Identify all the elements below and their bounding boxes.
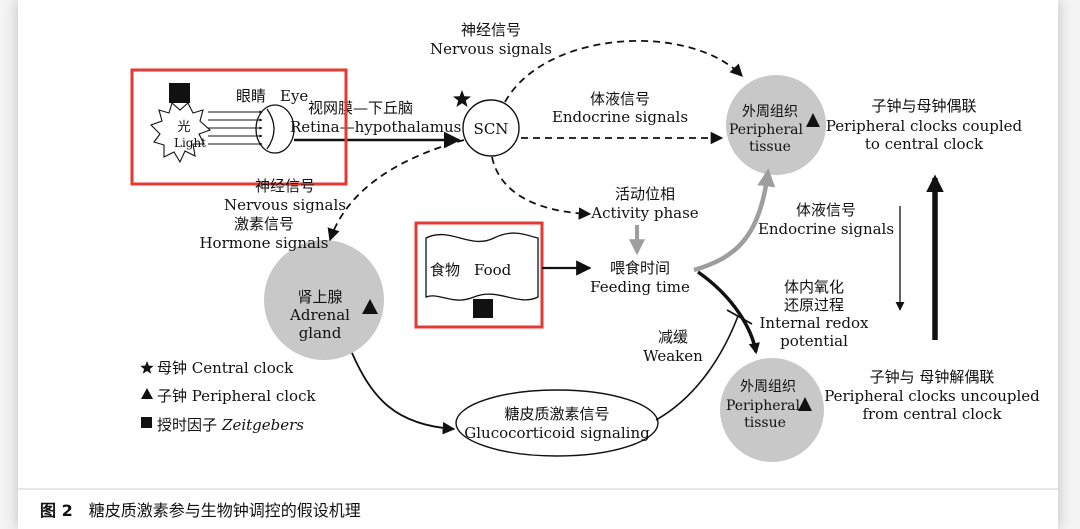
activity-en-text: Activity phase: [590, 204, 699, 222]
legend-triangle-icon: [141, 388, 153, 399]
inhibition-bar: [726, 309, 753, 325]
redox-en2-text: potential: [780, 332, 848, 350]
scn-label: SCN: [474, 120, 509, 138]
figure-number: 图 2: [40, 501, 73, 520]
coupled-cn-text: 子钟与母钟偶联: [871, 97, 976, 115]
redox-en1-text: Internal redox: [760, 314, 870, 332]
endocrine-right-cn-text: 体液信号: [796, 201, 856, 219]
glucocorticoid-signaling-node: [455, 389, 659, 457]
central-clock-star-icon: [453, 90, 471, 107]
light-cn-text: 光: [177, 120, 190, 135]
legend-peripheral-text: 子钟 Peripheral clock: [157, 387, 316, 405]
peri-bottom-en1-text: Peripheral: [726, 398, 801, 414]
coupled-en1-text: Peripheral clocks coupled: [826, 117, 1023, 135]
coupled-en2-text: to central clock: [865, 135, 984, 153]
highlight-box-food: [414, 221, 544, 329]
uncoupled-en1-text: Peripheral clocks uncoupled: [824, 387, 1040, 405]
scn-to-peripheral-nervous-arrow: [504, 40, 743, 103]
eye-en-text: Eye: [280, 87, 308, 105]
scn-to-adrenal-dashed-arrow: [327, 139, 465, 242]
adrenal-cn-text: 肾上腺: [297, 288, 342, 306]
peri-top-en1-text: Peripheral: [729, 122, 804, 138]
eye-light-group: 光 Light 眼睛 Eye: [150, 83, 308, 164]
peripheral-clock-triangle-icon-top: [806, 113, 820, 127]
peripheral-tissue-bottom-node: [720, 358, 824, 462]
legend-star-icon: [140, 361, 154, 374]
food-flag-icon: [425, 232, 539, 301]
legend-square-icon: [141, 417, 152, 428]
gluco-weaken-inhibition-line: [655, 315, 739, 421]
feeding-to-peripheral-top-gray-arrow: [693, 168, 776, 273]
eye-icon: [255, 104, 295, 154]
figure-caption-text: 糖皮质激素参与生物钟调控的假设机理: [88, 501, 361, 520]
scn-node: [462, 99, 520, 157]
feeding-cn-text: 喂食时间: [610, 259, 670, 277]
mechanism-diagram: SCN 光 Light 眼睛 Eye 视网膜—下丘脑 Retina—hypoth…: [18, 21, 1058, 490]
weaken-cn-text: 减缓: [658, 328, 688, 346]
weaken-en-text: Weaken: [643, 347, 703, 365]
food-en-text: Food: [474, 261, 512, 279]
light-burst-icon: [150, 102, 212, 164]
endocrine-top-cn-text: 体液信号: [590, 90, 650, 108]
nervous-left-cn-text: 神经信号: [255, 177, 315, 195]
legend: 母钟 Central clock 子钟 Peripheral clock 授时因…: [140, 359, 316, 434]
nervous-left-en-text: Nervous signals: [224, 196, 346, 214]
peri-bottom-cn-text: 外周组织: [740, 379, 796, 395]
food-cn-text: 食物: [430, 261, 460, 279]
legend-zeitgeber-en: Zeitgebers: [221, 416, 304, 434]
scn-to-activity-dashed-arrow: [491, 156, 592, 220]
nervous-top-cn-text: 神经信号: [461, 21, 521, 39]
redox-cn1-text: 体内氧化: [784, 278, 844, 296]
adrenal-en1-text: Adrenal: [289, 306, 350, 324]
gluco-cn-text: 糖皮质激素信号: [504, 405, 609, 423]
endocrine-right-en-text: Endocrine signals: [758, 220, 894, 238]
adrenal-en2-text: gland: [299, 324, 342, 342]
hormone-en-text: Hormone signals: [199, 234, 328, 252]
figure-caption: 图 2 糖皮质激素参与生物钟调控的假设机理: [40, 497, 361, 521]
zeitgeber-square-icon: [169, 83, 190, 103]
peri-bottom-en2-text: tissue: [744, 415, 786, 431]
retina-cn-text: 视网膜—下丘脑: [308, 99, 413, 117]
food-zeitgeber-square-icon: [473, 299, 493, 318]
peri-top-cn-text: 外周组织: [742, 104, 798, 120]
uncoupled-en2-text: from central clock: [862, 405, 1002, 423]
hormone-cn-text: 激素信号: [234, 215, 294, 233]
feeding-to-peripheral-bottom-arrow: [696, 270, 760, 355]
legend-central-text: 母钟 Central clock: [157, 359, 294, 377]
adrenal-gland-node: [264, 240, 384, 360]
figure-frame: SCN 光 Light 眼睛 Eye 视网膜—下丘脑 Retina—hypoth…: [18, 0, 1058, 529]
peripheral-tissue-top-node: [726, 75, 826, 175]
gluco-en-text: Glucocorticoid signaling: [464, 424, 650, 442]
eye-cn-text: 眼睛: [236, 87, 266, 105]
lens-icon: [266, 108, 275, 150]
activity-cn-text: 活动位相: [615, 185, 675, 203]
endocrine-top-en-text: Endocrine signals: [552, 108, 688, 126]
peripheral-clock-triangle-icon-adrenal: [362, 299, 378, 314]
redox-cn2-text: 还原过程: [784, 296, 844, 314]
retina-en-text: Retina—hypothalamus: [290, 118, 461, 136]
feeding-en-text: Feeding time: [590, 278, 690, 296]
legend-zeitgeber-cn: 授时因子: [157, 416, 217, 434]
adrenal-to-gluco-arrow: [351, 352, 456, 435]
peri-top-en2-text: tissue: [749, 139, 791, 155]
light-en-text: Light: [174, 136, 206, 150]
uncoupled-cn-text: 子钟与 母钟解偶联: [870, 368, 995, 386]
highlight-box-eye: [130, 68, 348, 186]
nervous-top-en-text: Nervous signals: [430, 40, 552, 58]
peripheral-clock-triangle-icon-bottom: [798, 397, 812, 411]
